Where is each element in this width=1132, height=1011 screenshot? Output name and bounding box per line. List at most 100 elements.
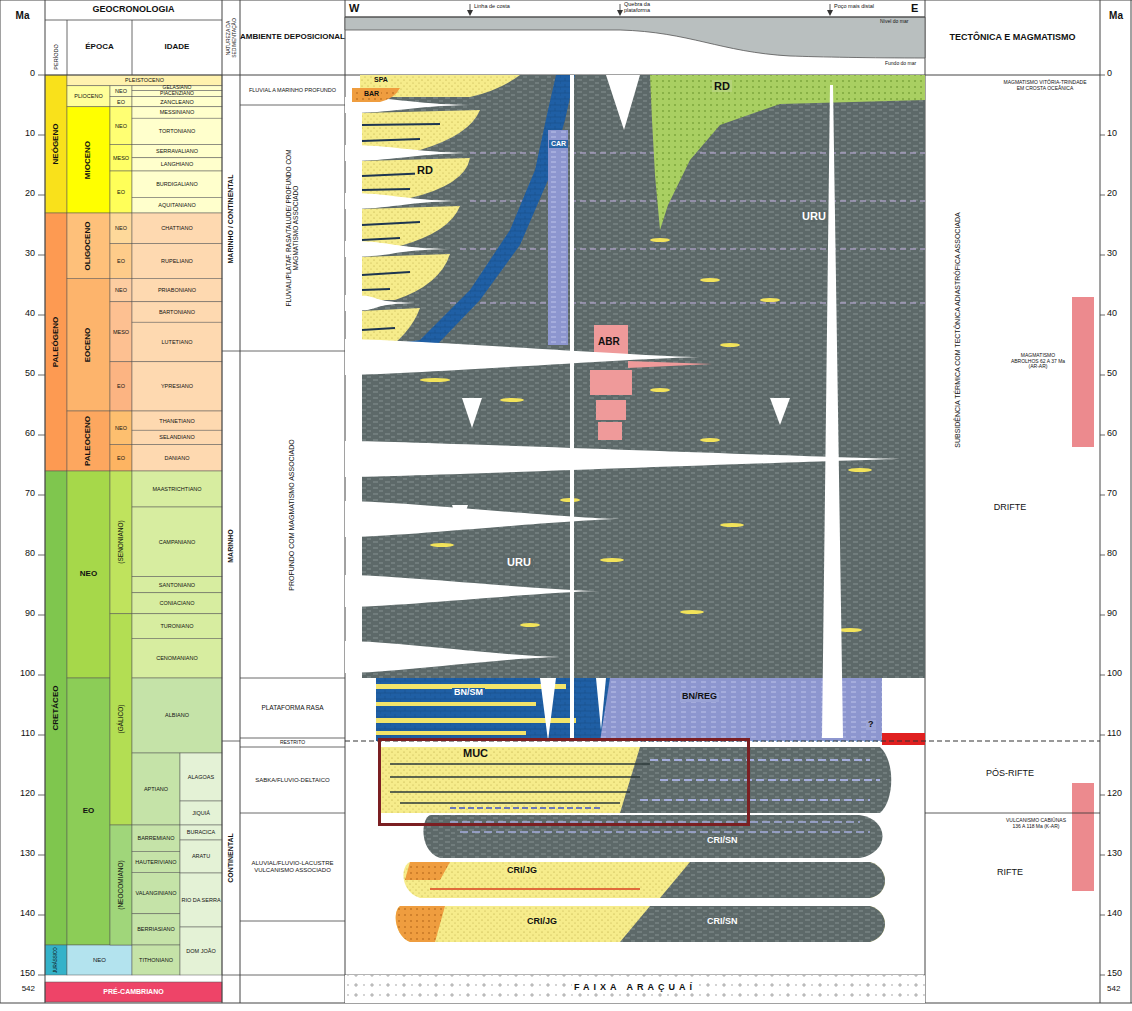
basement [345,975,925,1003]
environment: SABKA/FLUVIO-DELTAICO [240,747,345,813]
well-line [822,85,843,738]
table-cell [132,97,222,107]
scale-number: 100 [2,669,35,679]
subepoch-name: MESO [110,302,132,362]
table-cell [132,322,222,362]
grid-line [222,0,223,1003]
unconformity-wedge [606,75,640,130]
scale-number: 120 [1107,789,1122,799]
sedimentation-type: CONTINENTAL [227,746,235,970]
scale-number: 20 [2,189,35,199]
unit-label: MUC [461,747,490,759]
environment: RESTRITO [240,738,345,747]
basement-label: FAIXA ARAÇUAÍ [572,983,698,993]
tectonic-bars [1072,297,1094,447]
age-name: TITHONIANO [132,945,180,975]
grid-line [38,855,45,856]
period-name: NEÓGENO [52,77,61,211]
table-cell [67,86,110,107]
tectonic-bars [1072,783,1094,891]
unconformity-wedge [345,441,900,477]
tectonic-note: MAGMATISMO VITÓRIA-TRINDADE EM CROSTA OC… [1000,80,1090,91]
table-cell [132,638,222,678]
table-cell [45,75,67,213]
post-rift-fill [450,807,600,809]
column-header: Ma [0,0,45,30]
unconformity-wedge [345,75,900,673]
environment: ALUVIAL/FLUVIO-LACUSTRE VULCANISMO ASSOC… [240,813,345,921]
platform-carbonate [882,733,925,745]
grid-line [240,351,345,352]
subepoch-name: (GÁLICO) [117,616,124,823]
table-cell [132,171,222,197]
age-name: RUPELIANO [132,244,222,279]
scale-number: 50 [1107,369,1117,379]
table-cell [67,278,110,411]
table-cell [132,145,222,158]
local-stage-name: BURACICA [180,825,222,840]
subepoch-name: NEO [110,411,132,445]
turbidite-lens [650,238,670,242]
unit-label: ABR [596,336,622,347]
post-rift-fill [390,764,650,803]
grid-line [45,20,222,21]
epoch-name: NEO [67,945,132,975]
unconformity-wedge [345,641,560,673]
grid-line [1100,255,1105,256]
grid-line [38,75,45,76]
unit-label: URU [800,210,828,222]
grid-line [240,738,345,739]
table-cell [180,801,222,825]
epoch-name: PLEISTOCENO [67,75,222,86]
grid-line [222,741,240,742]
table-cell [110,86,132,97]
grid-line [1100,435,1105,436]
platform-carbonate [376,702,536,706]
table-cell [132,614,222,639]
grid-line [240,0,241,1003]
table-cell [132,445,222,471]
table-cell [132,678,222,753]
subepoch-name: EO [110,445,132,471]
local-stage-name: DOM JOÃO [180,927,222,975]
grid-line [0,0,1132,1]
table-cell [132,851,180,872]
unconformity-wedge [462,398,482,428]
abrolhos-volcanics [596,400,626,420]
profile-label: Fundo do mar [885,61,916,67]
sedimentation-type: MARINHO [227,356,235,736]
table-cell [110,145,132,171]
local-stage-name: ARATU [180,840,222,873]
abrolhos-volcanics [590,370,632,395]
scale-number: 70 [2,489,35,499]
scale-number: 40 [2,309,35,319]
table-cell [132,197,222,213]
grid-line [1100,195,1105,196]
table-cell [67,75,222,86]
table-cell [132,411,222,430]
local-stage-name: JIQUIÁ [180,801,222,825]
table-cell [132,945,180,975]
table-cell [110,302,132,362]
turbidite-lens [760,298,780,302]
table-cell [132,577,222,593]
unconformity-wedge [345,339,700,375]
age-name: LANGHIANO [132,158,222,171]
scale-number: 100 [1107,669,1122,679]
table-cell [180,753,222,801]
unit-label: BN/SM [452,688,485,698]
grid-line [38,795,45,796]
unconformity-wedge [345,241,450,257]
turbidite-lens [700,438,720,442]
grid-line [38,495,45,496]
rift-fill [405,862,450,880]
table-cell [67,678,110,945]
column-header: GEOCRONOLOGIA [45,0,222,20]
platform-carbonate [376,731,526,735]
column-header: TECTÔNICA E MAGMATISMO [925,0,1100,75]
age-name: BARTONIANO [132,302,222,322]
grid-line [222,351,240,352]
grid-line [240,975,345,976]
